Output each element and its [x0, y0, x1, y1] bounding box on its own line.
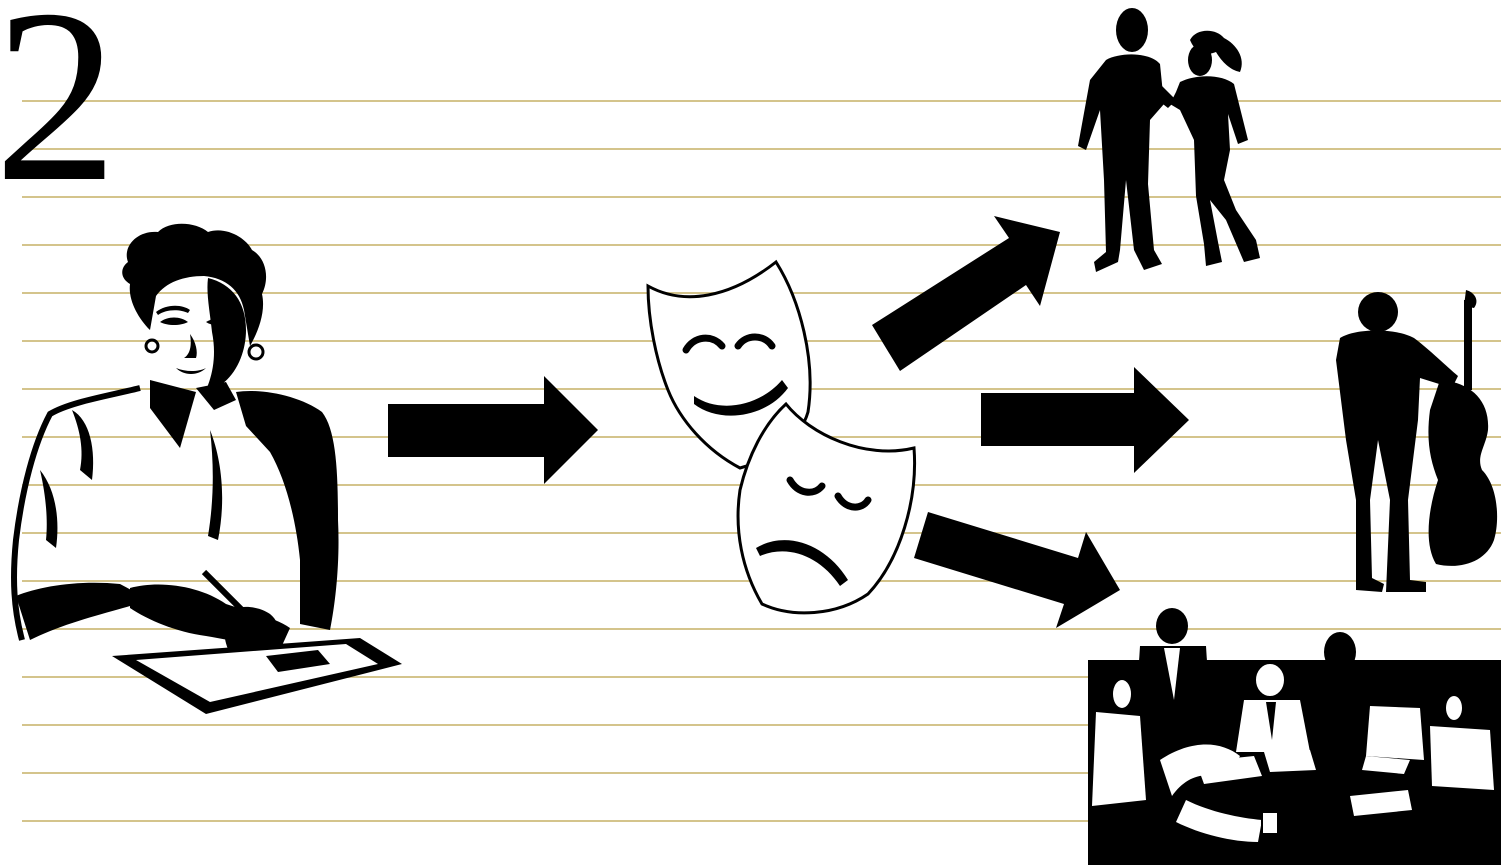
meeting-person-head — [1324, 632, 1356, 672]
woman-walking-head — [1188, 44, 1212, 76]
meeting-paper — [1264, 750, 1316, 772]
woman-shirt-fold — [208, 430, 222, 540]
coffee-mug — [1262, 812, 1278, 834]
double-bass-neck — [1464, 300, 1472, 390]
meeting-shirt — [1366, 706, 1424, 760]
business-meeting-figure — [1088, 608, 1501, 865]
bass-player-figure — [1336, 290, 1497, 592]
woman-nose — [184, 334, 197, 358]
man-head — [1116, 8, 1148, 52]
woman-mouth — [176, 368, 206, 374]
woman-neck — [196, 382, 236, 410]
meeting-person-head — [1254, 662, 1286, 698]
woman-collar — [150, 380, 196, 448]
meeting-person-face — [1113, 680, 1131, 708]
woman-eye-left — [160, 318, 188, 326]
bass-player-head — [1358, 292, 1398, 332]
woman-sleeve-shadow — [16, 583, 150, 640]
meeting-person-face — [1446, 696, 1462, 720]
double-bass-body — [1428, 380, 1497, 566]
tragedy-mask — [738, 404, 915, 613]
woman-earring-right — [249, 345, 263, 359]
couple-walking-figure — [1078, 8, 1260, 272]
arrow-right-1 — [388, 376, 598, 484]
theatre-masks — [648, 262, 915, 613]
double-bass-scroll — [1464, 290, 1476, 308]
arrow-right-2 — [981, 367, 1189, 473]
woman-shirt-fold — [40, 470, 57, 548]
woman-jacket — [236, 391, 339, 630]
meeting-shirt — [1092, 712, 1146, 806]
arrow-up-right — [872, 216, 1060, 371]
standing-man-head — [1156, 608, 1188, 644]
man-body — [1078, 54, 1164, 272]
meeting-person-head — [1372, 666, 1404, 702]
woman-walking-body — [1170, 76, 1260, 266]
woman-brow-left — [156, 306, 190, 315]
meeting-shirt — [1430, 726, 1494, 790]
woman-earring-left — [146, 340, 158, 352]
arrow-down-right — [914, 512, 1120, 628]
woman-shirt-fold — [72, 410, 93, 480]
woman-writing-figure — [14, 224, 402, 714]
